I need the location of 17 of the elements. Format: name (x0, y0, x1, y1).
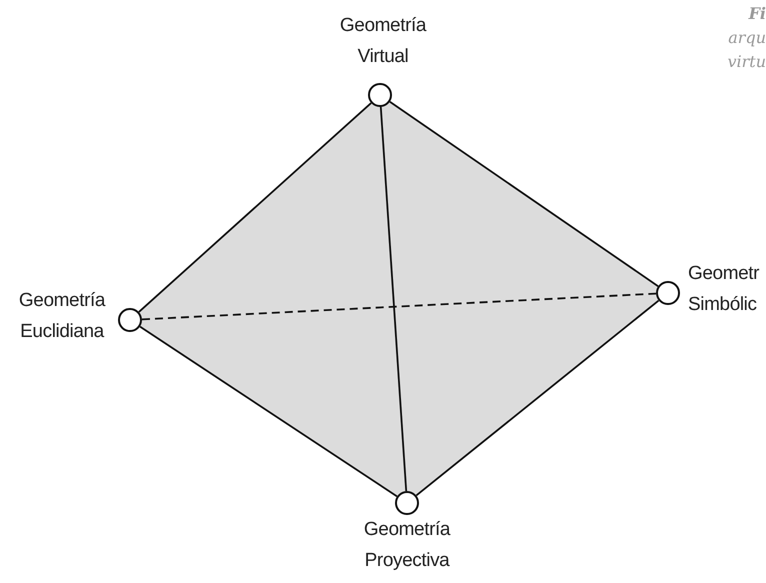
dashed-line (142, 292, 656, 320)
circle-node (118, 308, 142, 332)
caption-text: Fi (748, 4, 766, 23)
circle-node (368, 83, 392, 107)
node-label: Geometría Virtual (338, 14, 428, 69)
caption-text: arqu (728, 28, 766, 47)
line (416, 300, 660, 496)
node-label: Geometría Proyectiva (362, 518, 452, 573)
circle-node (656, 281, 680, 305)
circle-node (395, 491, 419, 515)
line (380, 106, 408, 492)
line (138, 102, 372, 313)
line (389, 101, 659, 287)
node-label: Geometr Simbólic (688, 262, 760, 317)
node-label: Geometría Euclidiana (18, 289, 106, 344)
caption-text: virtu (727, 52, 766, 71)
line (140, 326, 398, 498)
